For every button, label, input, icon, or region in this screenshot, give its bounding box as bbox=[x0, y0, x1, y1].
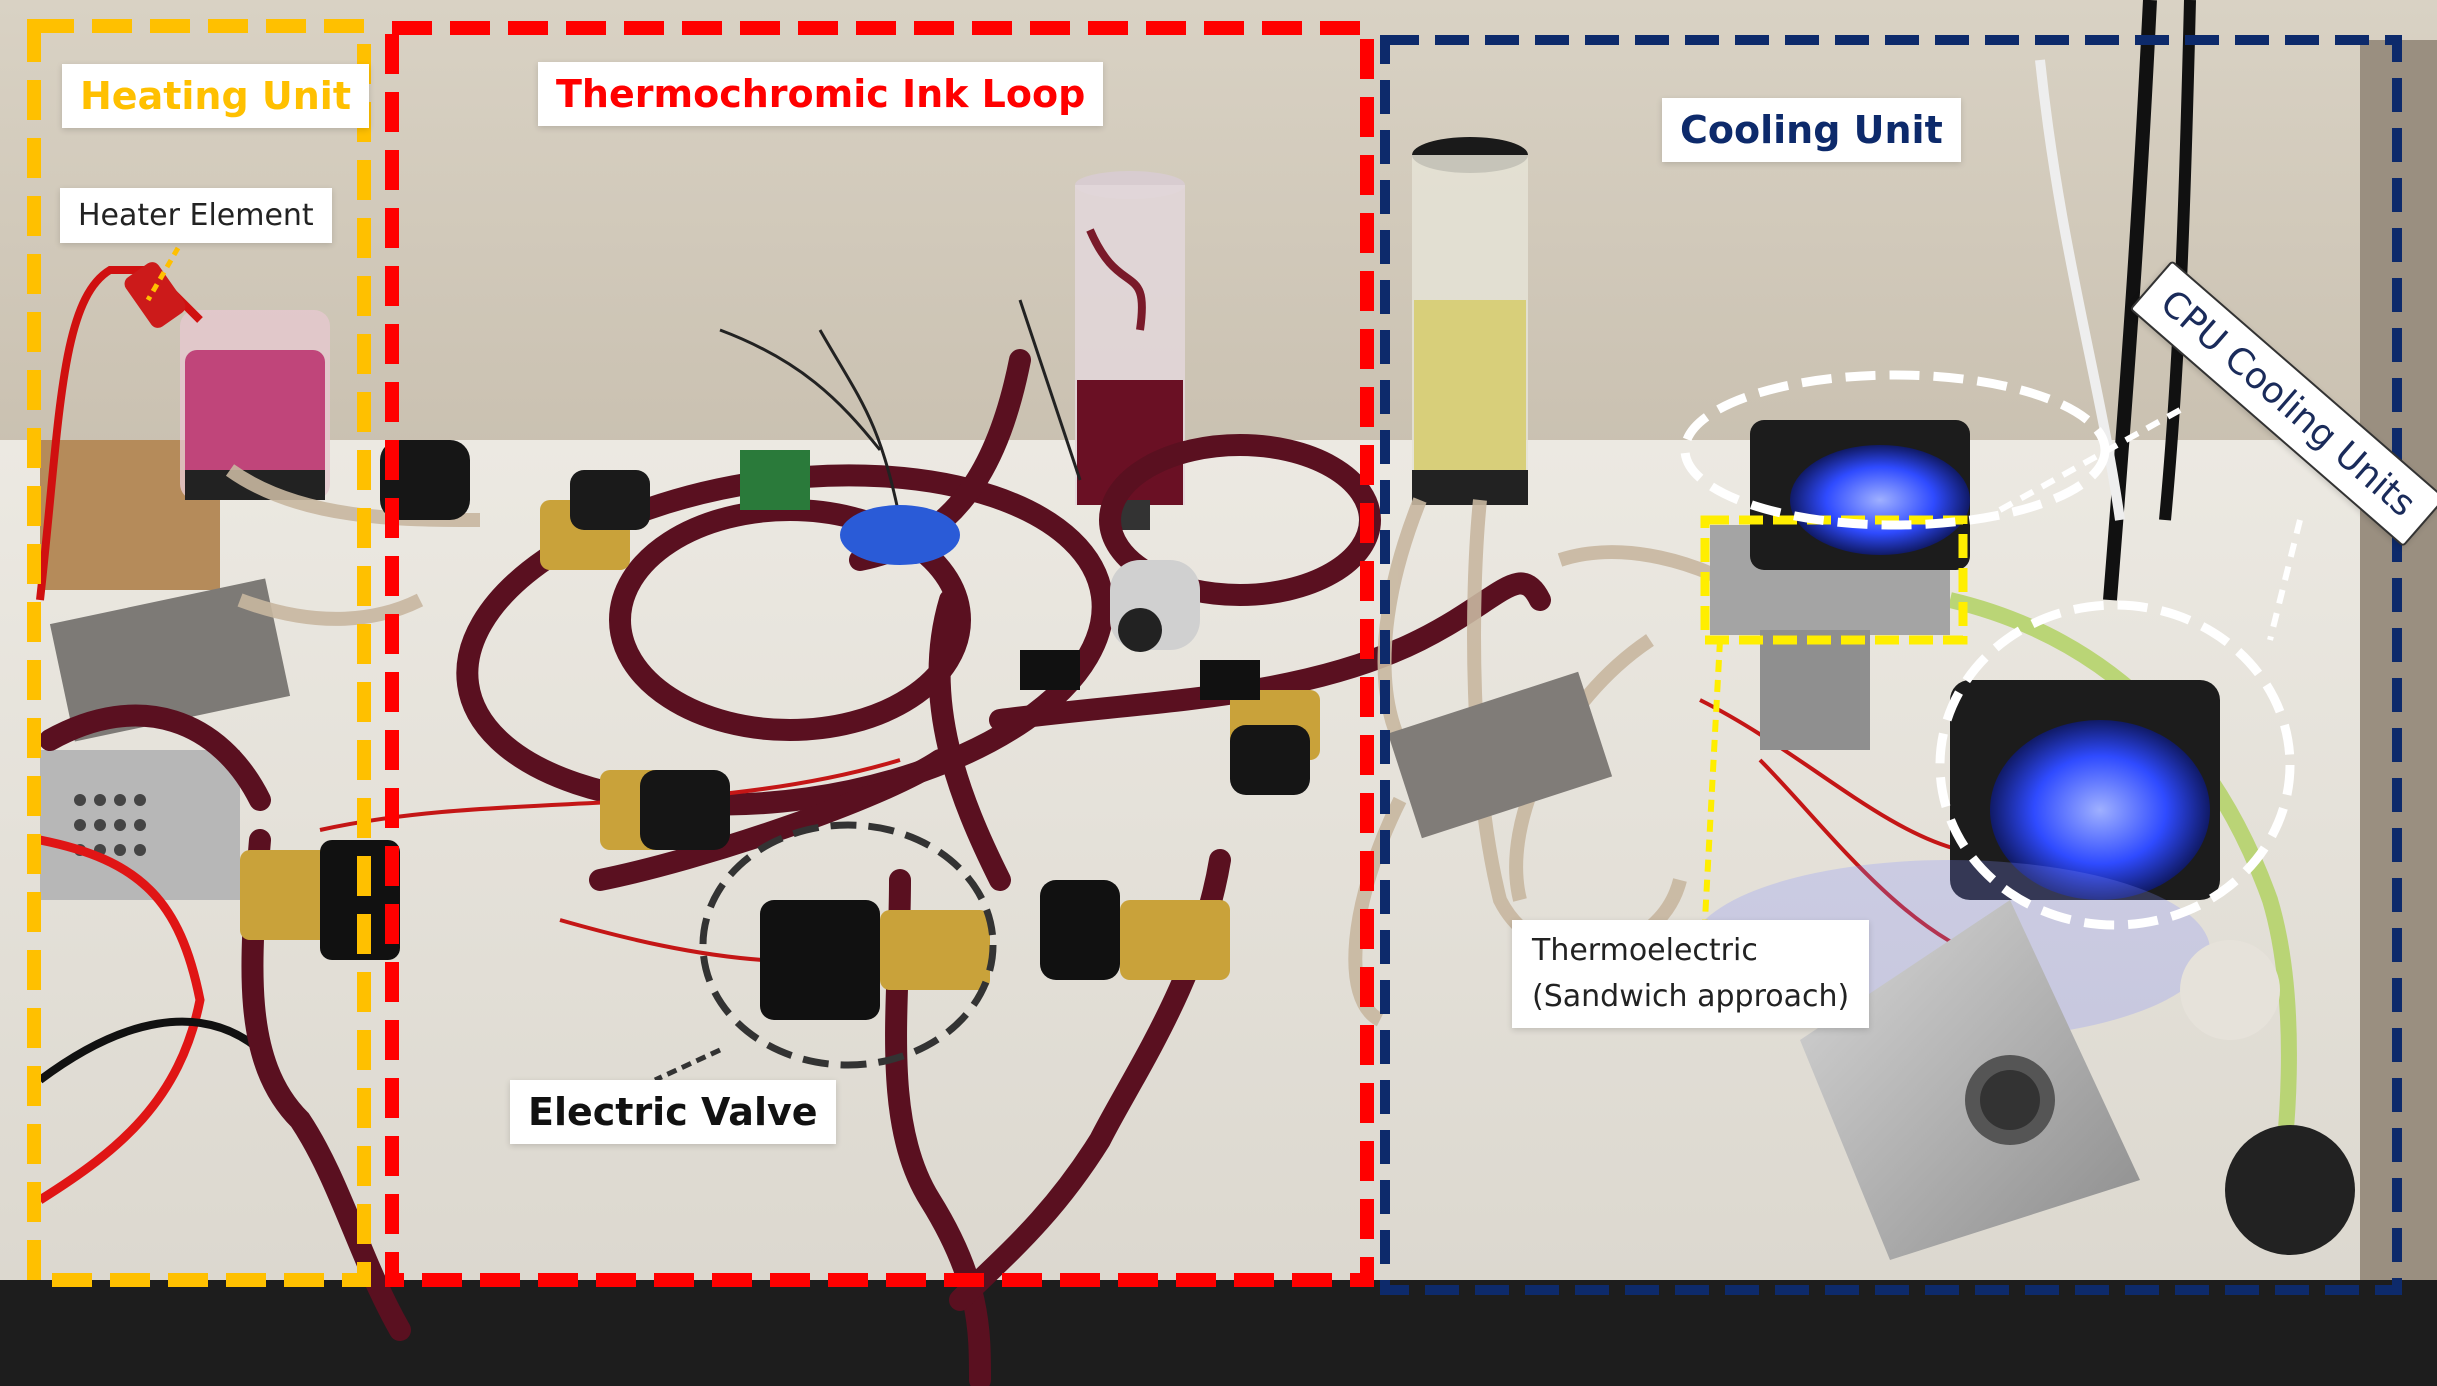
valve-leader bbox=[653, 1047, 722, 1083]
pump-left bbox=[380, 440, 470, 520]
heater-element-label: Heater Element bbox=[60, 188, 332, 243]
sticker bbox=[840, 505, 960, 565]
cpu-fan-icon bbox=[1950, 680, 2220, 900]
electric-valve-icon bbox=[1230, 690, 1320, 795]
heating-unit-frame bbox=[27, 19, 371, 1287]
electric-valve-icon bbox=[600, 770, 730, 850]
cpu-leader-2 bbox=[2267, 519, 2303, 641]
thermoelectric-line1: Thermoelectric bbox=[1532, 933, 1758, 968]
electric-valve-icon bbox=[760, 900, 990, 1020]
cooling-unit-label: Cooling Unit bbox=[1662, 98, 1961, 162]
black-wire bbox=[37, 1017, 263, 1084]
ink-loop-label: Thermochromic Ink Loop bbox=[538, 62, 1104, 126]
wall-cable bbox=[2035, 59, 2125, 521]
control-board bbox=[740, 450, 810, 510]
heater-element-icon bbox=[36, 262, 203, 601]
cooling-unit-frame bbox=[1380, 35, 2402, 1295]
thermoelectric-line2: (Sandwich approach) bbox=[1532, 979, 1850, 1014]
cpu-fan-icon bbox=[1750, 420, 1970, 570]
pump bbox=[1110, 560, 1200, 652]
desk-edge bbox=[0, 1280, 2437, 1386]
power-supply-right bbox=[1800, 900, 2140, 1260]
tape-roll bbox=[2180, 940, 2280, 1040]
thermometer-display bbox=[1200, 660, 1260, 700]
electric-valve-icon bbox=[1040, 880, 1230, 980]
thin-wires bbox=[719, 299, 1082, 521]
red-wire bbox=[37, 835, 205, 1204]
electric-valve-icon bbox=[540, 470, 650, 570]
psu-grille bbox=[74, 794, 146, 856]
heater-beaker bbox=[180, 310, 330, 500]
thermoelectric-base bbox=[1760, 630, 1870, 750]
thermoelectric-frame bbox=[1700, 515, 1968, 645]
heating-unit-label: Heating Unit bbox=[62, 64, 369, 128]
electric-valve-icon bbox=[240, 840, 400, 960]
valve-ellipse bbox=[699, 821, 997, 1069]
thermoelectric-leader bbox=[1702, 639, 1723, 921]
pump-right bbox=[2225, 1125, 2355, 1255]
electric-valve-label: Electric Valve bbox=[510, 1080, 836, 1144]
heater-leader bbox=[145, 246, 181, 302]
thermometer-display bbox=[1020, 650, 1080, 690]
ink-loop-frame bbox=[385, 21, 1374, 1287]
coolant-reservoir bbox=[1412, 137, 1528, 505]
thermoelectric-label: Thermoelectric (Sandwich approach) bbox=[1512, 920, 1870, 1028]
heat-exchanger-block bbox=[49, 578, 291, 742]
cpu-bottom-ellipse bbox=[1935, 600, 2295, 930]
cpu-leader-1 bbox=[1998, 407, 2182, 513]
cooling-exchanger-block bbox=[1387, 671, 1613, 839]
